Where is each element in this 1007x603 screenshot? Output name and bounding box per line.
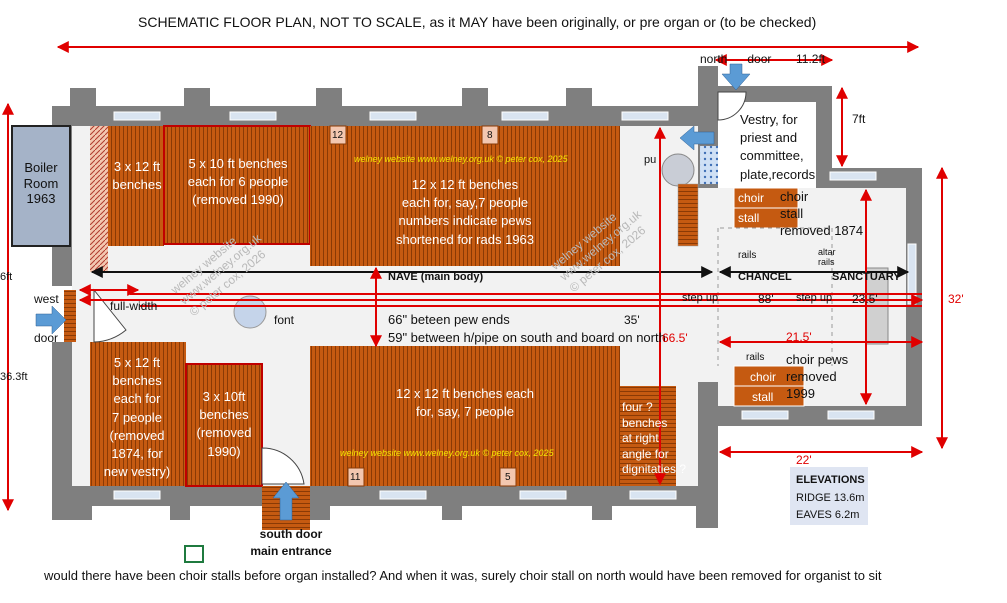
font-label: font (274, 313, 295, 327)
west-door-arrow-icon (35, 305, 67, 335)
door-arrows (35, 63, 751, 521)
vestry-arrow-icon (679, 125, 715, 151)
rails-label-south: rails (746, 352, 765, 363)
pulpit-label: pu (644, 154, 657, 166)
south-stall-text: stall (752, 390, 774, 404)
west-door-label-2: door (34, 331, 59, 345)
pulpit-steps (677, 183, 699, 247)
dim-88: 88' (758, 292, 774, 306)
full-width-label: full-width (110, 299, 158, 313)
pew-number: 12 (332, 130, 344, 141)
chancel-label: CHANCEL (738, 271, 792, 283)
pew-number: 5 (505, 472, 511, 483)
south-door-arrow-icon (272, 481, 300, 521)
step-up-label-1: step up (682, 292, 719, 304)
bench-block-2 (163, 125, 311, 245)
west-step (90, 126, 108, 272)
dim-22: 22' (796, 453, 812, 467)
page-title: SCHEMATIC FLOOR PLAN, NOT TO SCALE, as i… (138, 14, 817, 30)
step-up-label-2: step up (796, 292, 833, 304)
watermark-yellow-south: welney website www.welney.org.uk © peter… (340, 448, 554, 458)
north-choir-text: choir (738, 191, 765, 205)
south-choir-text: choir (750, 370, 777, 384)
dim-32: 32' (948, 292, 964, 306)
bench-block-7 (620, 386, 676, 486)
pipe-board-note: 59" between h/pipe on south and board on… (388, 330, 666, 345)
legend-square (184, 545, 204, 563)
pew-ends-note: 66" beteen pew ends (388, 312, 510, 327)
organ-pipes (700, 146, 718, 184)
bench-block-5 (185, 363, 263, 487)
bench-block-4 (90, 342, 186, 486)
dim-left-b: 36.3ft (0, 371, 28, 383)
footer-note: would there have been choir stalls befor… (44, 568, 882, 583)
dim-23-5: 23.5' (852, 292, 878, 306)
rails-label-north: rails (738, 250, 757, 261)
dim-66-5: 66.5' (662, 331, 688, 345)
bench-block-3 (310, 126, 620, 266)
dim-7: 7ft (852, 112, 866, 126)
west-door-label-1: west (34, 292, 59, 306)
boiler-room (11, 125, 71, 247)
pew-number: 8 (487, 130, 493, 141)
nave-label: NAVE (main body) (388, 271, 484, 283)
elevations-box (790, 467, 868, 525)
bench-block-1 (108, 126, 164, 246)
dimension-lines (2, 41, 948, 512)
dim-11-2: 11.2ft (796, 52, 826, 66)
pulpit (661, 153, 695, 187)
north-stall-text: stall (738, 211, 760, 225)
north-door-label: north door (700, 52, 772, 66)
dim-35: 35' (624, 313, 640, 327)
sanctuary-label: SANCTUARY (832, 271, 901, 283)
dim-left-a: 6ft (0, 271, 13, 283)
bench-block-6 (310, 346, 620, 486)
dim-21-5: 21.5' (786, 330, 812, 344)
watermark-yellow-north: welney website www.welney.org.uk © peter… (354, 154, 568, 164)
pew-number: 11 (350, 472, 361, 483)
